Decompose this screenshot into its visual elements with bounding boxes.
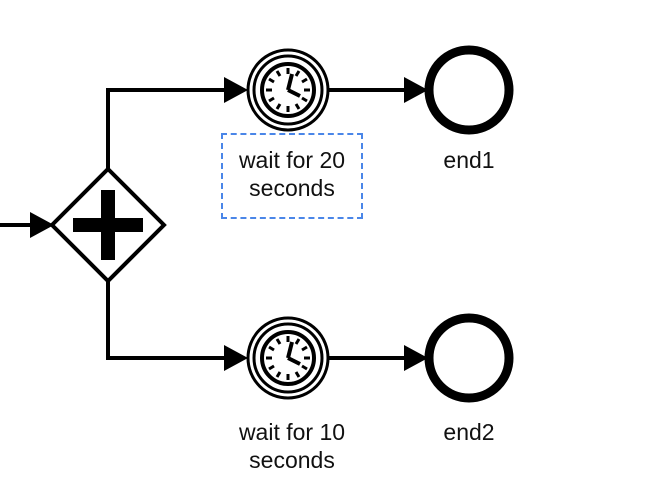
timer-event-bottom[interactable]	[246, 316, 330, 400]
timer-top-label-line1: wait for 20	[238, 147, 346, 173]
timer-top-label: wait for 20 seconds	[221, 146, 363, 202]
flow-arrowhead-end2	[404, 345, 428, 371]
end2-label: end2	[443, 419, 495, 445]
sequence-flow-gateway-to-timer-bottom[interactable]	[106, 281, 240, 360]
timer-bottom-label-line1: wait for 10	[238, 419, 346, 445]
timer-top-label-line2: seconds	[249, 175, 335, 201]
flow-arrowhead-end1	[404, 77, 428, 103]
clock-icon	[260, 62, 316, 118]
flow-arrowhead-timer-top	[224, 77, 248, 103]
incoming-flow-arrowhead	[30, 212, 54, 238]
end1-label: end1	[443, 147, 495, 173]
end-event-end2[interactable]	[424, 313, 514, 403]
parallel-gateway[interactable]	[49, 166, 167, 284]
sequence-flow-gateway-to-timer-top[interactable]	[106, 88, 240, 169]
end-event-end1[interactable]	[424, 45, 514, 135]
timer-top-label-selection[interactable]	[221, 133, 363, 219]
timer-event-top[interactable]	[246, 48, 330, 132]
clock-icon	[260, 330, 316, 386]
timer-bottom-label: wait for 10 seconds	[221, 418, 363, 474]
flow-arrowhead-timer-bottom	[224, 345, 248, 371]
timer-bottom-label-line2: seconds	[249, 447, 335, 473]
parallel-gateway-icon	[73, 190, 143, 260]
